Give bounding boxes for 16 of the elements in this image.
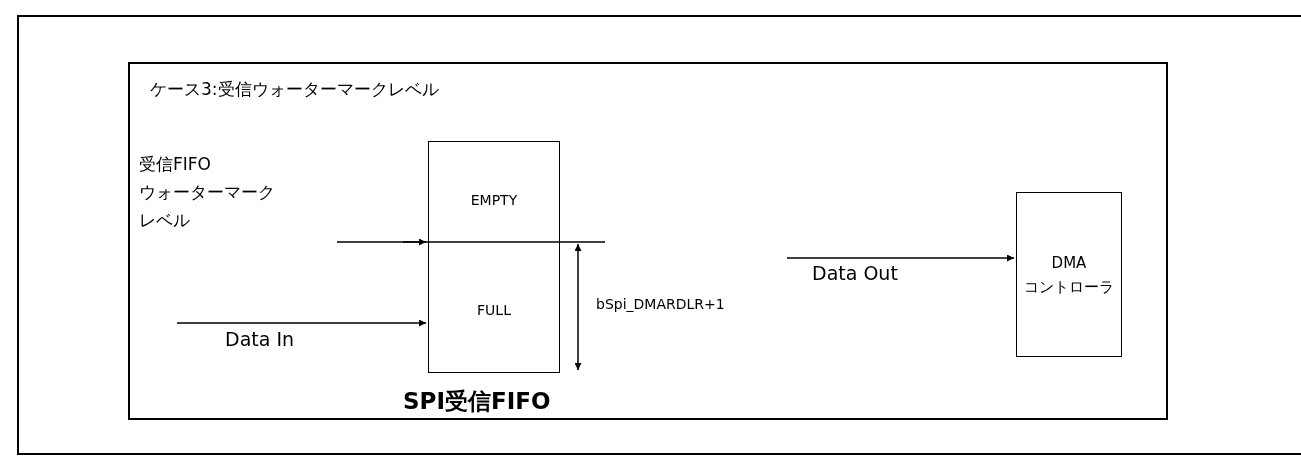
arrow	[176, 319, 427, 327]
watermark-label-line: 受信FIFO	[139, 153, 211, 176]
fifo-region-label: FULL	[476, 302, 512, 318]
controller-label: DMA コントローラ	[1023, 252, 1115, 298]
group-frame	[128, 62, 1168, 420]
edge-label: Data Out	[812, 262, 898, 284]
dimension-label: bSpi_DMARDLR+1	[596, 296, 725, 312]
controller-box	[1016, 192, 1122, 357]
arrow	[336, 238, 427, 246]
edge-label: Data In	[225, 328, 295, 350]
watermark-label-line: レベル	[139, 209, 190, 232]
fifo-caption: SPI受信FIFO	[403, 387, 551, 416]
arrow	[786, 254, 1015, 262]
fifo-region-label: EMPTY	[469, 192, 519, 208]
watermark-label-line: ウォーターマーク	[139, 181, 275, 204]
frame-heading: ケース3:受信ウォーターマークレベル	[150, 78, 439, 101]
